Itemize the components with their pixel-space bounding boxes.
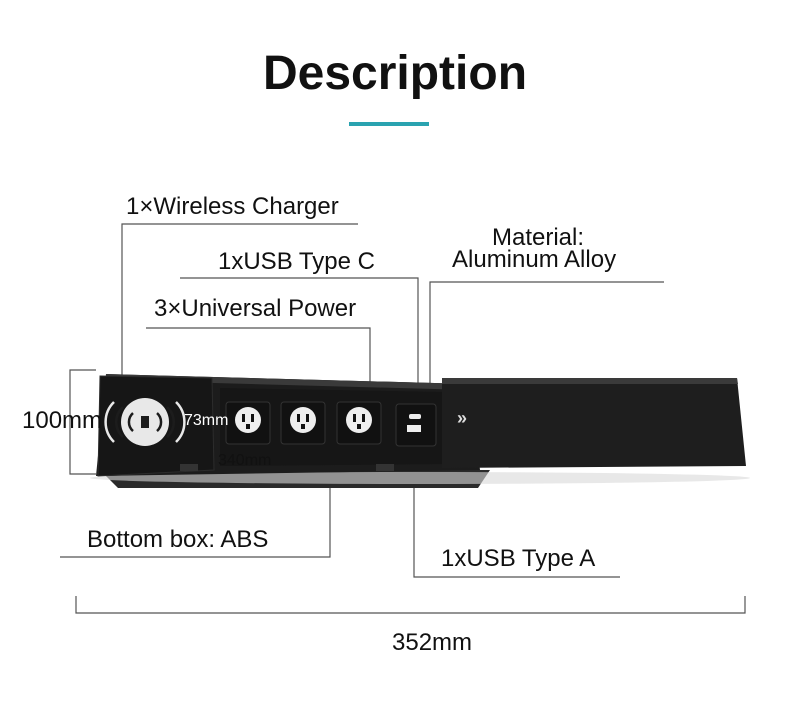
wave-right-3 — [175, 401, 186, 443]
socket-1-pin-e — [246, 424, 250, 429]
wave-left-1 — [127, 412, 134, 432]
dim-total-width — [75, 596, 746, 614]
label-bottom-box: Bottom box: ABS — [87, 526, 269, 553]
socket-2-pin-r — [306, 414, 309, 422]
socket-1-face — [235, 407, 261, 433]
label-wireless-charger: 1×Wireless Charger — [126, 193, 339, 220]
page-title: Description — [262, 47, 528, 100]
socket-1-pin-r — [251, 414, 254, 422]
leader-material — [429, 281, 664, 388]
wave-right-2 — [166, 406, 176, 438]
socket-3-face — [346, 407, 372, 433]
sockets — [225, 401, 382, 445]
cover-arrow-icon: » — [457, 408, 468, 428]
label-universal-power: 3×Universal Power — [154, 295, 357, 322]
wave-right-1 — [156, 412, 163, 432]
label-usb-type-a: 1xUSB Type A — [441, 545, 596, 572]
socket-2-pin-l — [297, 414, 300, 422]
dimension-inner-width: 340mm — [218, 452, 272, 469]
socket-2-pin-e — [301, 424, 305, 429]
tab-right — [376, 464, 394, 471]
leader-wireless — [121, 223, 358, 404]
usb-c-port — [409, 414, 421, 419]
tab-left — [180, 464, 198, 471]
wireless-charge-icon — [104, 398, 186, 446]
leader-bottom-box — [60, 480, 331, 558]
label-material-line2: Aluminum Alloy — [452, 246, 617, 273]
dimension-height: 100mm — [22, 407, 103, 434]
socket-1-pin-l — [242, 414, 245, 422]
sliding-cover — [442, 378, 746, 468]
socket-2-face — [290, 407, 316, 433]
dim-height — [69, 369, 96, 475]
label-usb-type-c: 1xUSB Type C — [218, 248, 375, 275]
leader-usb-c — [180, 277, 419, 424]
dimension-total-width: 352mm — [392, 629, 473, 656]
socket-panel — [220, 388, 448, 466]
dimension-inner-height: 73mm — [184, 412, 229, 429]
wave-left-3 — [104, 401, 115, 443]
title-underline — [349, 122, 429, 126]
usb-a-port — [407, 425, 421, 432]
coil-center — [141, 416, 149, 428]
wave-left-2 — [114, 406, 124, 438]
socket-3-pin-e — [357, 424, 361, 429]
sliding-cover-edge — [442, 378, 738, 384]
label-material-line1: Material: — [492, 224, 585, 251]
socket-3-pin-r — [362, 414, 365, 422]
shadow — [90, 472, 750, 484]
socket-3-pin-l — [353, 414, 356, 422]
